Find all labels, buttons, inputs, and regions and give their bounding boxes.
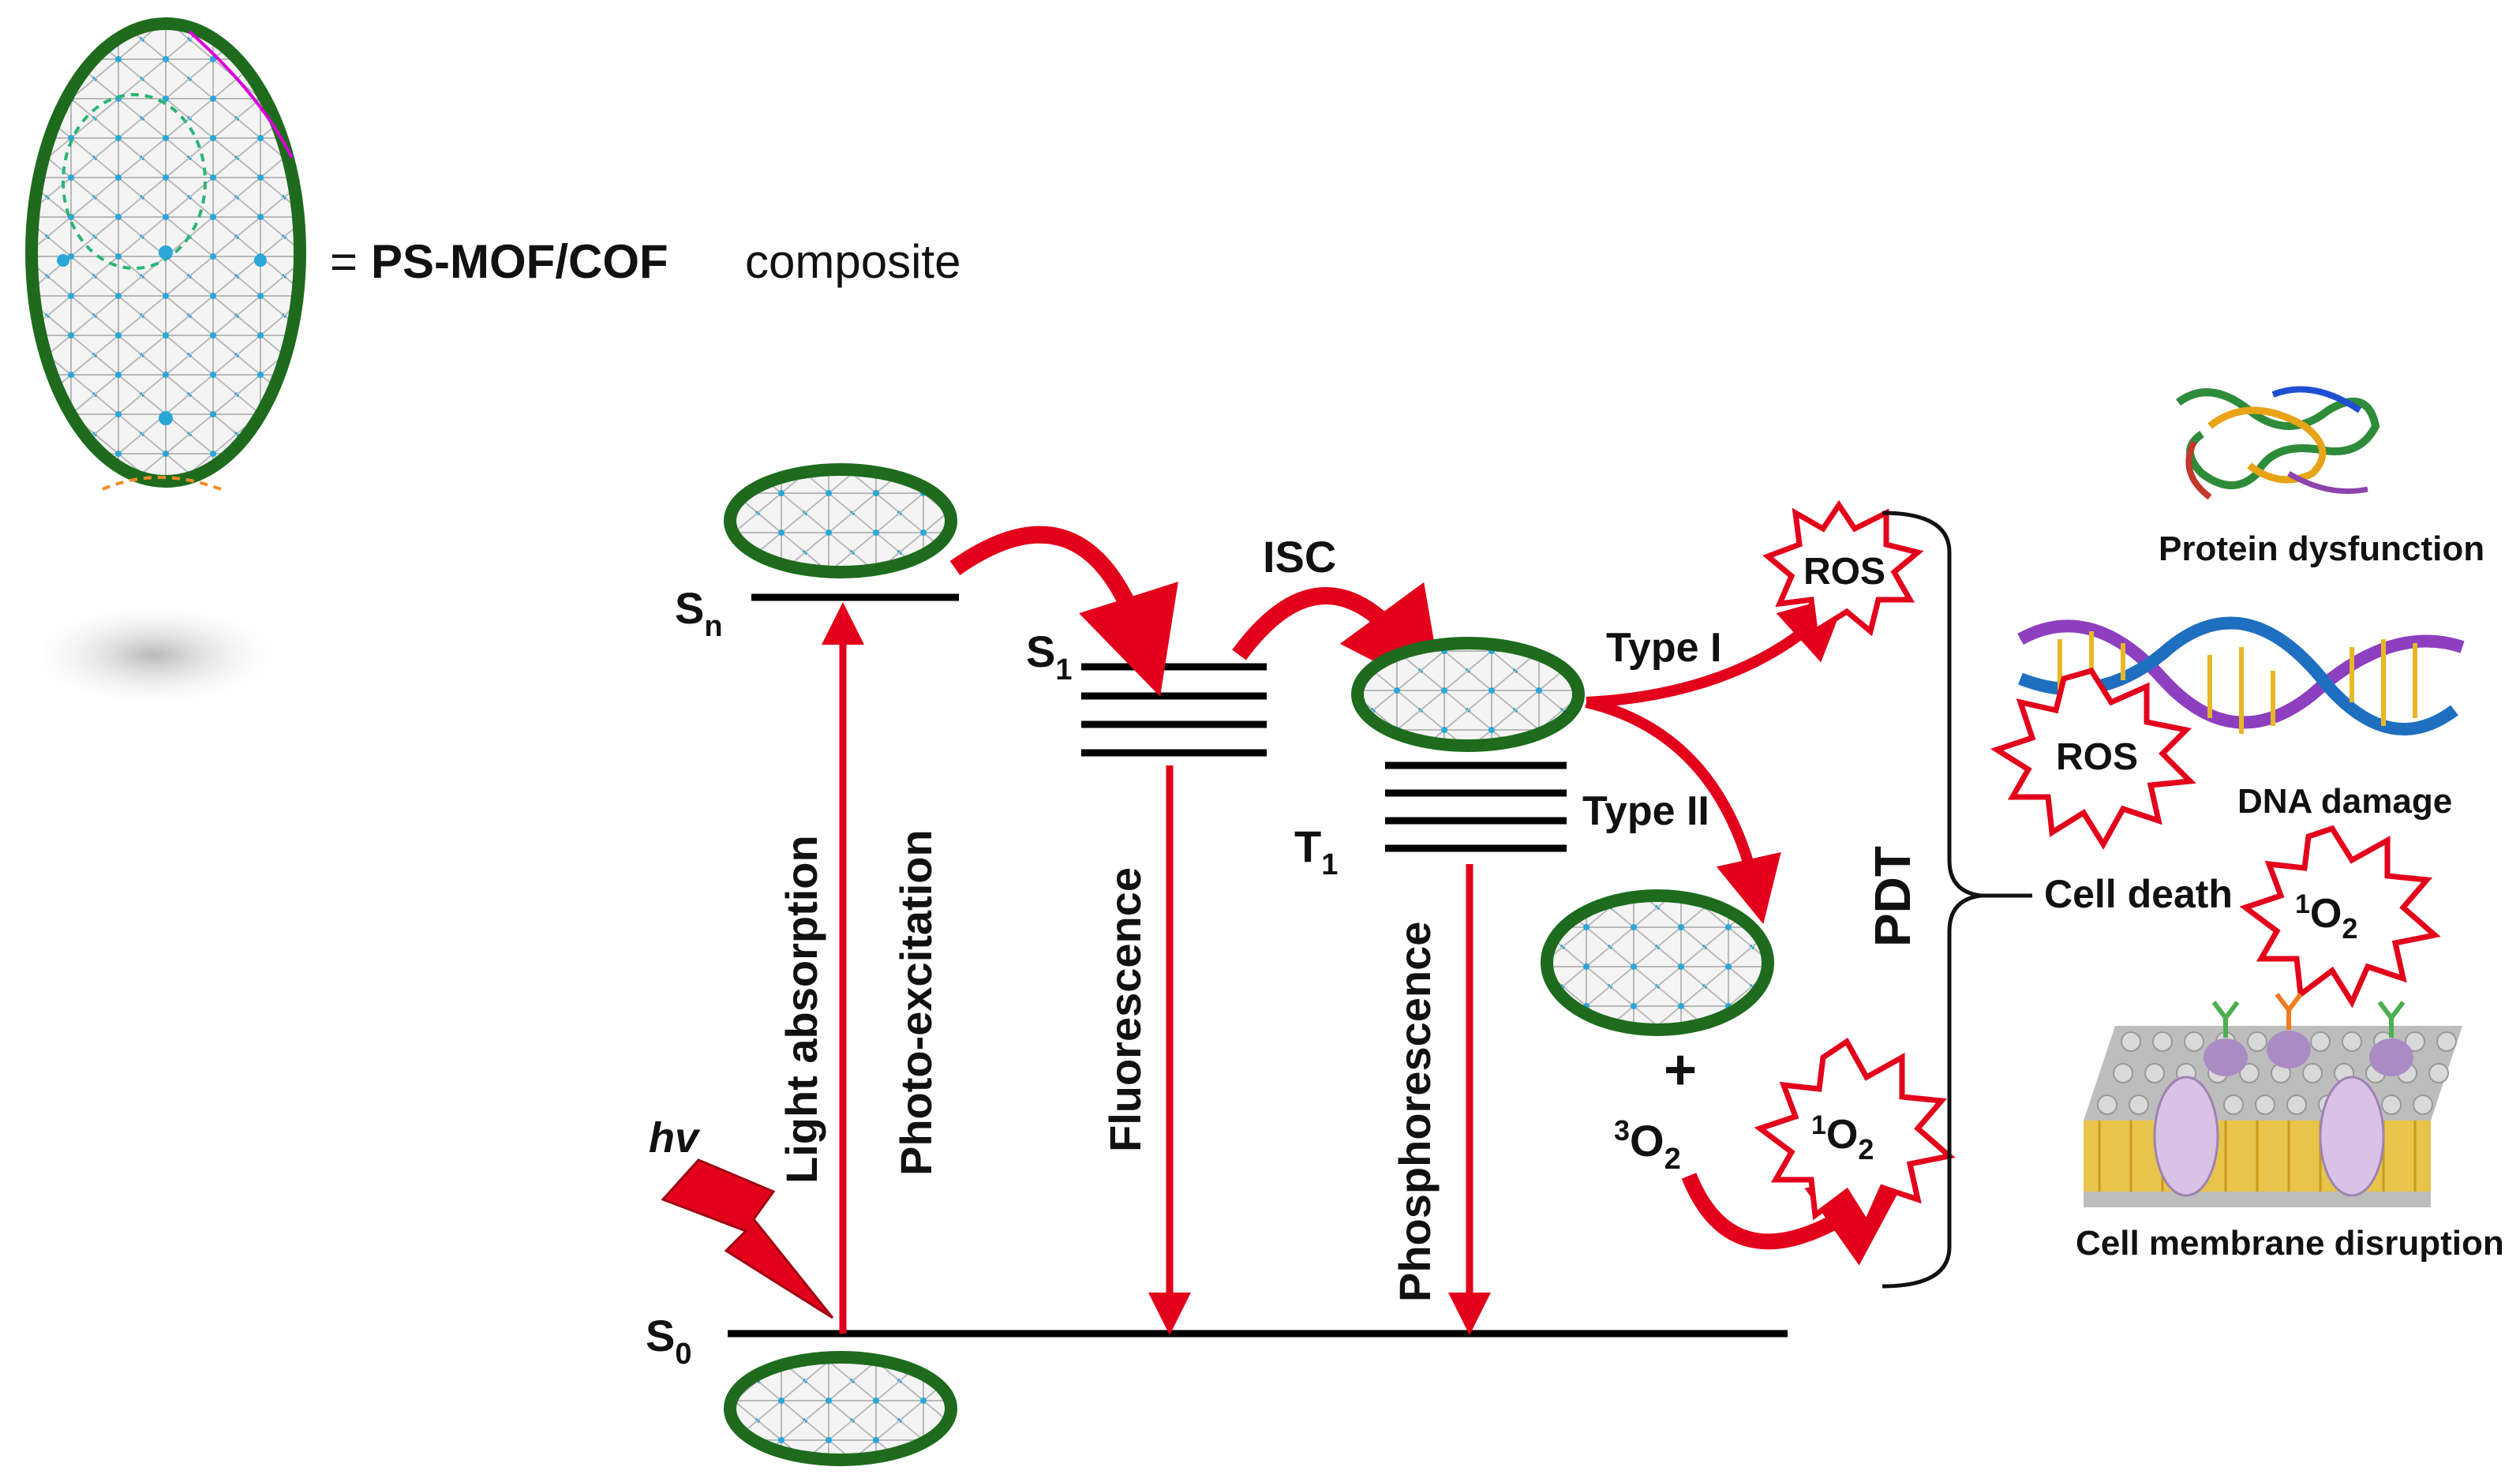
phosphorescence-label: Phosphorescence	[1390, 922, 1440, 1302]
cell-death-label: Cell death	[2044, 872, 2233, 916]
ros-burst-dna: ROS	[1990, 667, 2196, 850]
ros-text-2: ROS	[2056, 736, 2138, 778]
protein-label: Protein dysfunction	[2159, 529, 2484, 568]
type-ii-label: Type II	[1582, 788, 1709, 834]
t1-label: T1	[1294, 821, 1338, 881]
sn-to-s1-arrow	[949, 526, 1178, 697]
composite-type-ii-icon	[1541, 889, 1774, 1036]
membrane-icon	[2084, 993, 2462, 1207]
singlet-oxygen-burst-main: 1O2	[1754, 1037, 1956, 1229]
legend-normal-text: composite	[745, 235, 960, 288]
type-i-label: Type I	[1606, 625, 1721, 671]
t1-levels	[1385, 761, 1567, 852]
legend-equals: =	[330, 235, 358, 288]
pdt-label: PDT	[1864, 846, 1921, 947]
legend-shadow	[20, 600, 288, 710]
membrane-label: Cell membrane disruption	[2076, 1224, 2504, 1263]
legend-composite-icon	[25, 17, 306, 491]
isc-arrow	[1232, 582, 1444, 698]
lightning-icon	[661, 1158, 834, 1319]
sn-label: Sn	[675, 583, 723, 643]
photo-excitation-label: Photo-excitation	[891, 829, 941, 1176]
singlet-oxygen-burst-outcome: 1O2	[2239, 825, 2441, 1008]
s1-levels	[1081, 663, 1267, 757]
composite-t1-icon	[1351, 637, 1585, 752]
plus-sign: +	[1664, 1038, 1697, 1102]
triplet-oxygen-label: 3O2	[1614, 1114, 1681, 1176]
dna-label: DNA damage	[2237, 782, 2452, 821]
s0-label: S0	[646, 1311, 692, 1371]
singlet-oxygen-text-1: 1O2	[1811, 1110, 1874, 1166]
hv-label: hv	[649, 1114, 701, 1162]
type-ii-arrow	[1585, 697, 1781, 924]
light-absorption-label: Light absorption	[777, 835, 826, 1184]
composite-s0-icon	[724, 1351, 957, 1466]
composite-sn-icon	[724, 463, 957, 578]
isc-label: ISC	[1263, 532, 1336, 582]
oxygen-conversion-arrow	[1681, 1172, 1910, 1266]
protein-icon	[2176, 386, 2380, 500]
singlet-oxygen-text-2: 1O2	[2295, 889, 2357, 945]
ros-text-1: ROS	[1803, 551, 1885, 593]
ros-burst-type-i: ROS	[1762, 500, 1924, 637]
s1-label: S1	[1026, 627, 1073, 687]
legend-bold-text: PS-MOF/COF	[371, 235, 668, 288]
fluorescence-label: Fluorescence	[1100, 867, 1150, 1152]
type-i-arrow	[1586, 593, 1848, 708]
